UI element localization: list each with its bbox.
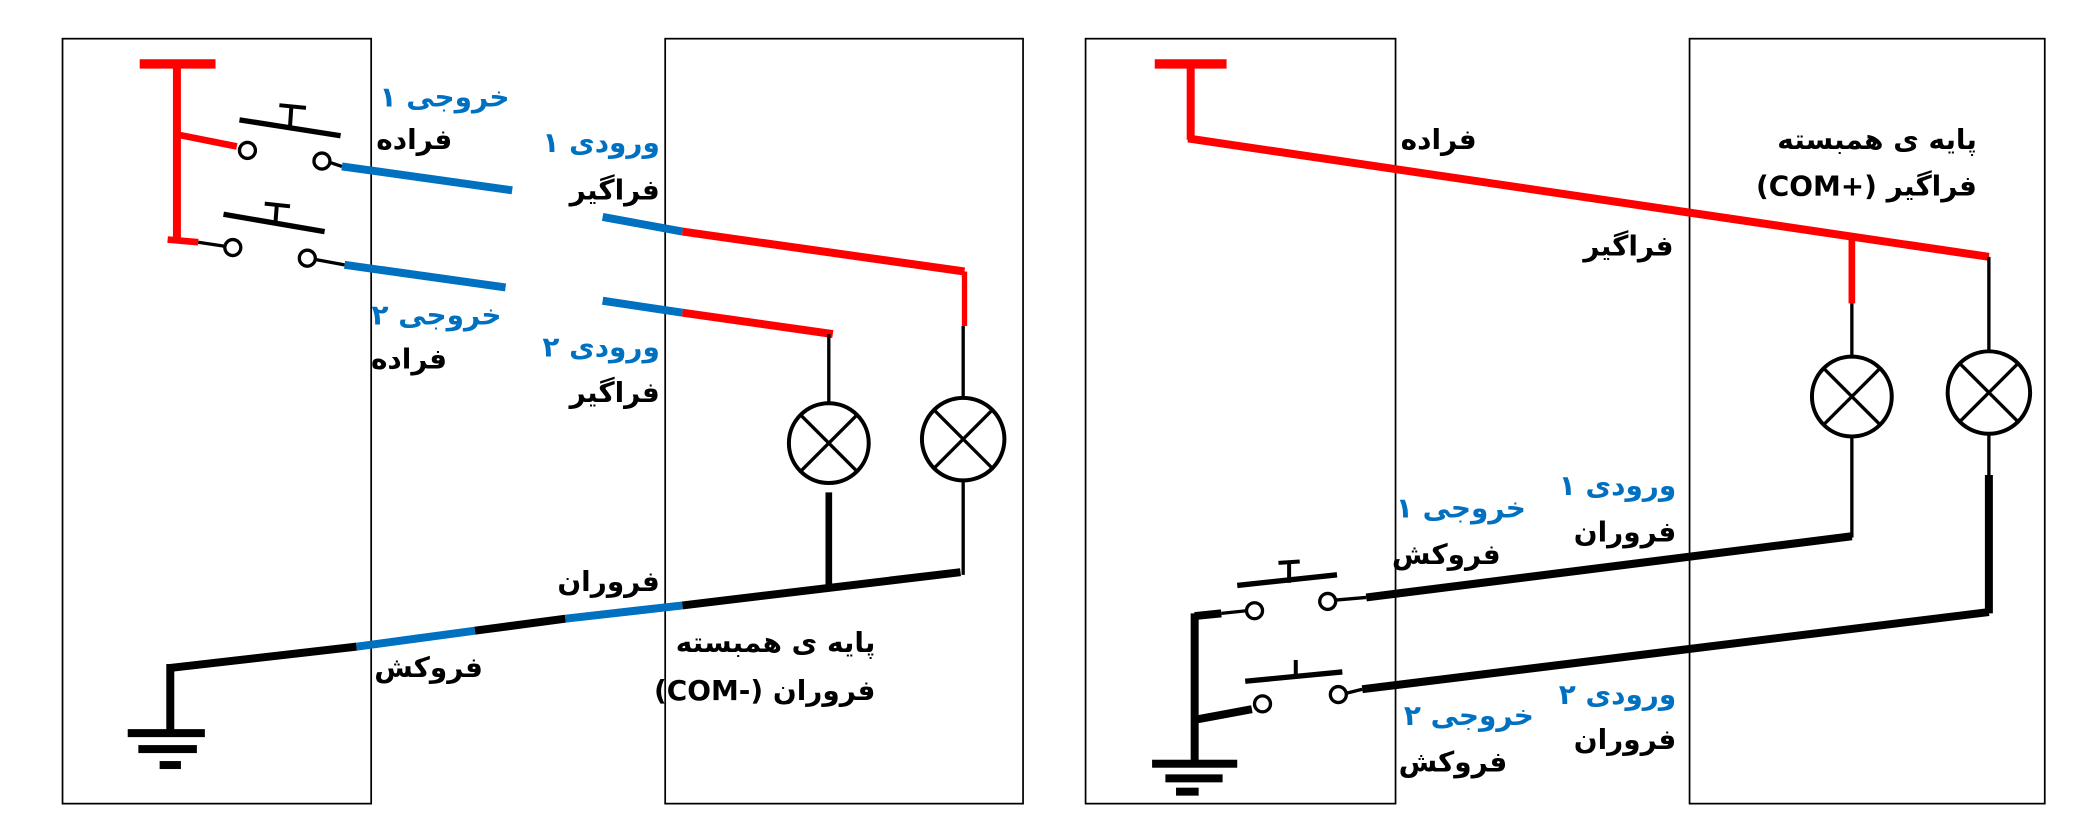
lamp-1: [786, 401, 871, 486]
positive-supply-wires: [1154, 59, 1991, 360]
lamp-1: [1809, 354, 1894, 439]
push-button-switch-1: [1236, 559, 1338, 621]
output-module-box: [61, 37, 373, 805]
lamp-2: [1945, 349, 2033, 436]
input-module-box: [664, 37, 1024, 805]
lamp-2: [919, 395, 1007, 483]
common-negative-wires: [166, 480, 965, 735]
common-label: (COM-) فروران: [654, 674, 875, 707]
source-label: فروکش: [374, 651, 483, 684]
input-wires: [601, 213, 968, 404]
input-wires: [1335, 433, 1993, 695]
output-wires: [314, 160, 513, 292]
common-label: (COM+) فراگیر: [1756, 170, 1977, 203]
input-module-box: [1688, 37, 2046, 805]
output-1-type-label: فروکش: [1392, 538, 1501, 571]
input-1-type-label: فروران: [1574, 516, 1677, 549]
input-1-label: ورودی ۱: [542, 126, 659, 159]
input-2-label: ورودی ۲: [542, 331, 659, 364]
ground-wires: [1190, 609, 1253, 766]
output-2-label: خروجی ۲: [1404, 699, 1534, 732]
output-1-type-label: فراده: [376, 123, 452, 156]
sink-label: فروران: [557, 565, 659, 598]
input-2-type-label: فروران: [1574, 723, 1677, 756]
output-module-box: [1084, 37, 1397, 805]
input-2-label: ورودی ۲: [1559, 678, 1676, 711]
push-button-switch-2: [1244, 659, 1348, 714]
common-title: پایه ی همبسته: [676, 626, 876, 659]
output-1-label: خروجی ۱: [380, 81, 510, 114]
ground-symbol: [127, 729, 205, 770]
sink-label: فراگیر: [1581, 230, 1673, 263]
ground-symbol: [1152, 759, 1238, 796]
input-1-type-label: فراگیر: [568, 174, 660, 207]
output-2-label: خروجی ۲: [372, 299, 502, 332]
common-title: پایه ی همبسته: [1777, 123, 1977, 156]
left-diagram: خروجی ۱ فراده ورودی ۱ فراگیر خروجی ۲ فرا…: [61, 37, 1024, 805]
push-button-switch-2: [223, 201, 326, 268]
input-1-label: ورودی ۱: [1559, 469, 1676, 502]
positive-supply-symbol: [139, 59, 238, 248]
output-2-type-label: فروکش: [1399, 746, 1508, 779]
push-button-switch-1: [237, 103, 341, 171]
source-label: فراده: [1401, 123, 1477, 156]
input-2-type-label: فراگیر: [568, 376, 660, 409]
right-diagram: فراده فراگیر پایه ی همبسته (COM+) فراگیر…: [1084, 37, 2046, 805]
output-1-label: خروجی ۱: [1396, 492, 1526, 525]
output-2-type-label: فراده: [371, 343, 447, 376]
